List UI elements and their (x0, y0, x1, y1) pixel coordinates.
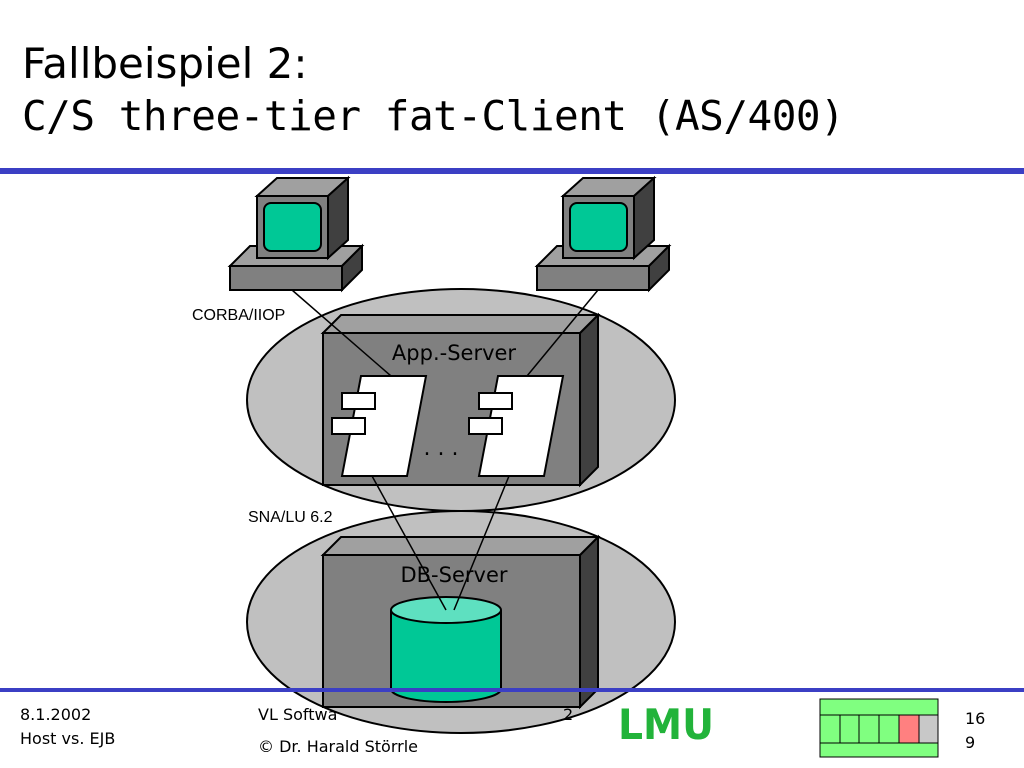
database-icon (390, 596, 502, 703)
title-line-2: C/S three-tier fat-Client (AS/400) (22, 92, 845, 140)
db-server-label: DB-Server (400, 563, 507, 587)
title-divider (0, 168, 1024, 174)
app-server-label: App.-Server (392, 341, 517, 365)
footer-course-tail: 2 (563, 705, 574, 724)
connection-line (453, 475, 510, 611)
connection-line (291, 289, 392, 377)
client-computer-icon (227, 175, 365, 293)
slide-progress-indicator (819, 698, 939, 758)
component-icon (468, 375, 565, 477)
page-number-bottom: 9 (965, 733, 976, 752)
protocol-label-sna: SNA/LU 6.2 (248, 509, 333, 526)
footer-author: © Dr. Harald Störrle (258, 737, 418, 756)
footer-divider (0, 688, 1024, 692)
page-title: Fallbeispiel 2: C/S three-tier fat-Clien… (22, 38, 845, 142)
footer-subject: Host vs. EJB (20, 729, 116, 748)
component-icon (331, 375, 428, 477)
connection-line (526, 289, 599, 377)
protocol-label-corba: CORBA/IIOP (192, 307, 285, 324)
title-line-1: Fallbeispiel 2: (22, 39, 308, 88)
page-number-top: 16 (965, 709, 986, 728)
footer-date: 8.1.2002 (20, 705, 92, 724)
client-computer-icon (534, 175, 672, 293)
component-ellipsis: . . . (424, 436, 459, 461)
footer-course: VL Softwa (258, 705, 338, 724)
connection-line (371, 475, 447, 611)
lmu-logo: LMU (618, 700, 714, 749)
